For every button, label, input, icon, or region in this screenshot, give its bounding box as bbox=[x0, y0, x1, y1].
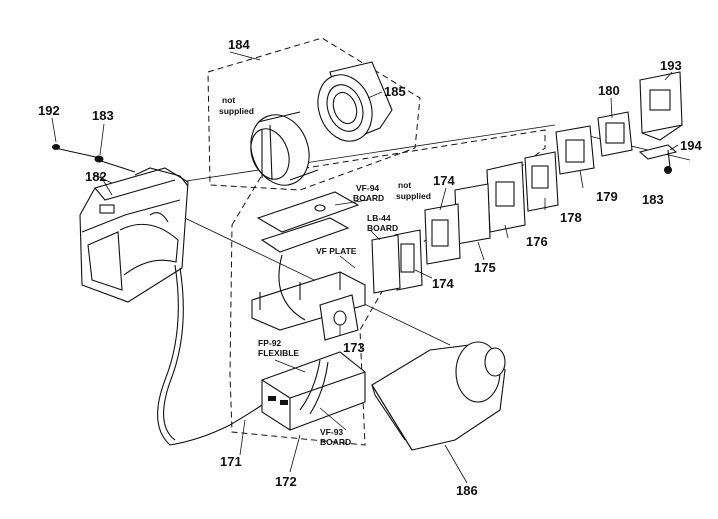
part-185-eyecup bbox=[317, 61, 393, 142]
label-183-left: 183 bbox=[92, 108, 114, 123]
label-176: 176 bbox=[526, 234, 548, 249]
label-193: 193 bbox=[660, 58, 682, 73]
part-vf93-board bbox=[261, 351, 366, 431]
part-vf94-board bbox=[256, 191, 360, 253]
part-175-sheet bbox=[454, 183, 491, 245]
label-173: 173 bbox=[343, 340, 365, 355]
note-vf94-2: BOARD bbox=[353, 193, 384, 203]
note-not-supplied-mid-2: supplied bbox=[396, 191, 431, 201]
note-lb44-2: BOARD bbox=[367, 223, 398, 233]
axis-line-upper bbox=[159, 124, 556, 186]
screw-183-right bbox=[664, 166, 672, 174]
label-171: 171 bbox=[220, 454, 242, 469]
screw-183-left bbox=[94, 155, 136, 173]
part-193-frame bbox=[639, 71, 683, 141]
label-185: 185 bbox=[384, 84, 406, 99]
part-176-holder bbox=[486, 161, 526, 233]
label-186: 186 bbox=[456, 483, 478, 498]
part-lb44-board bbox=[371, 234, 401, 294]
label-184: 184 bbox=[228, 37, 250, 52]
part-182-housing bbox=[79, 167, 189, 303]
label-174-upper: 174 bbox=[433, 173, 455, 188]
note-fp92-1: FP-92 bbox=[258, 338, 281, 348]
leader-lines bbox=[51, 51, 679, 484]
note-not-supplied-mid-1: not bbox=[398, 180, 411, 190]
label-179: 179 bbox=[596, 189, 618, 204]
note-vf94-1: VF-94 bbox=[356, 183, 379, 193]
note-fp92-2: FLEXIBLE bbox=[258, 348, 299, 358]
label-174-lower: 174 bbox=[432, 276, 454, 291]
note-not-supplied-top-2: supplied bbox=[219, 106, 254, 116]
part-vf-plate bbox=[251, 254, 366, 331]
note-vf93-2: BOARD bbox=[320, 437, 351, 447]
part-labels: 184 185 192 183 182 180 193 194 183 179 … bbox=[38, 37, 702, 498]
label-194: 194 bbox=[680, 138, 702, 153]
label-180: 180 bbox=[598, 83, 620, 98]
label-192: 192 bbox=[38, 103, 60, 118]
part-186-barrel bbox=[371, 341, 506, 451]
part-171-cable bbox=[157, 264, 263, 446]
group-172-outline bbox=[229, 129, 546, 446]
group-184-outline bbox=[207, 37, 421, 191]
note-vf93-1: VF-93 bbox=[320, 427, 343, 437]
part-178-plate bbox=[524, 151, 559, 212]
note-vf-plate: VF PLATE bbox=[316, 246, 357, 256]
part-179-frame bbox=[555, 125, 595, 175]
label-183-right: 183 bbox=[642, 192, 664, 207]
part-174-spacer-upper bbox=[424, 203, 461, 265]
part-184-lens-barrel bbox=[250, 111, 319, 186]
label-175: 175 bbox=[474, 260, 496, 275]
screw-192 bbox=[52, 144, 101, 159]
label-182: 182 bbox=[85, 169, 107, 184]
note-lb44-1: LB-44 bbox=[367, 213, 391, 223]
part-180-window bbox=[597, 111, 633, 157]
part-194-bracket bbox=[638, 144, 678, 169]
note-not-supplied-top-1: not bbox=[222, 95, 235, 105]
label-172: 172 bbox=[275, 474, 297, 489]
part-fp92-flexible bbox=[299, 359, 329, 415]
label-178: 178 bbox=[560, 210, 582, 225]
